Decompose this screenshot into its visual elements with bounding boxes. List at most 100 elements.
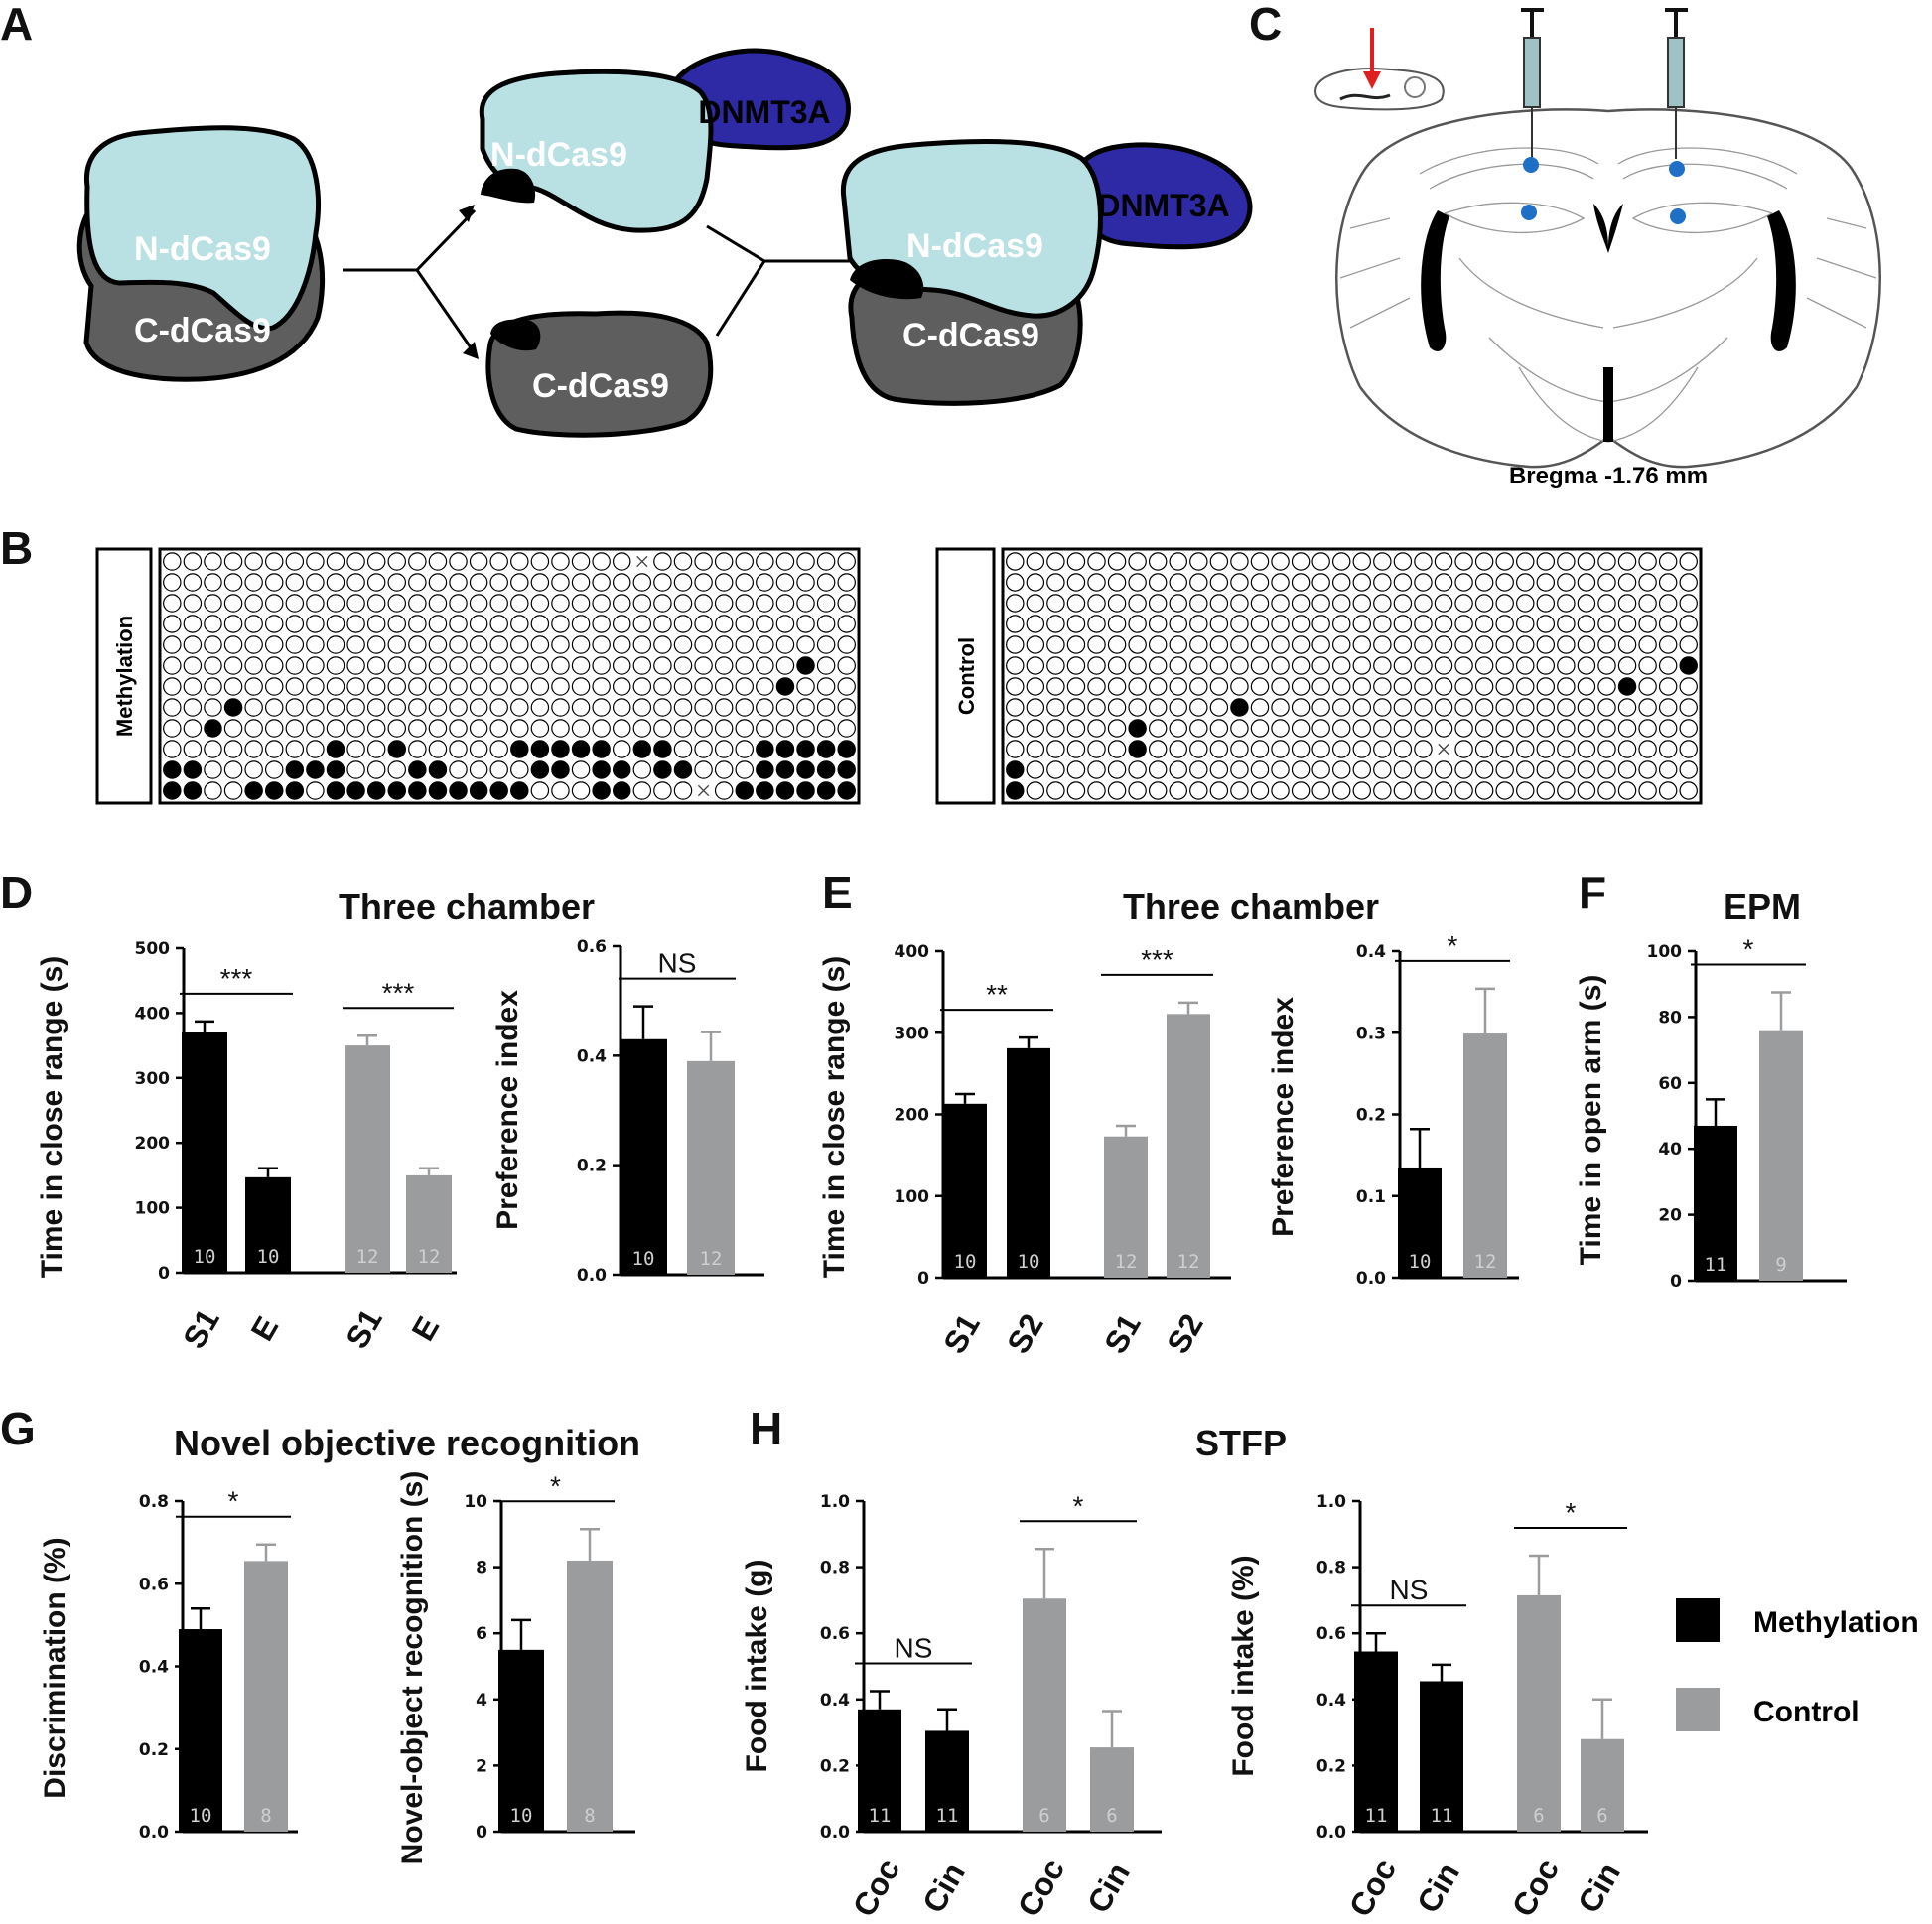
methylation-cpg-unmethylated [346, 698, 365, 717]
panel-label-c: C [1249, 0, 1282, 50]
control-cpg-unmethylated [1311, 719, 1330, 738]
methylation-cpg-unmethylated [285, 552, 305, 571]
control-cpg-unmethylated [1617, 552, 1637, 571]
methylation-cpg-unmethylated [366, 552, 386, 571]
methylation-cpg-unmethylated [306, 781, 325, 800]
control-cpg-unmethylated [1617, 615, 1637, 633]
control-cpg-unmethylated [1209, 573, 1229, 592]
methylation-cpg-unmethylated [408, 719, 427, 738]
control-label-box [935, 547, 996, 805]
methylation-cpg-unmethylated [592, 635, 611, 654]
methylation-cpg-unmethylated [714, 740, 734, 758]
bar-methylation [858, 1709, 901, 1832]
sagittal-brain-thumbnail [1313, 28, 1445, 111]
methylation-cpg-unmethylated [612, 615, 631, 633]
methylation-cpg-methylated [223, 698, 243, 717]
control-cpg-unmethylated [1617, 781, 1637, 800]
control-cpg-unmethylated [1148, 698, 1168, 717]
methylation-cpg-unmethylated [163, 656, 182, 675]
control-cpg-unmethylated [1393, 594, 1413, 613]
c-dcas9-label-right: C-dCas9 [902, 317, 1039, 354]
control-cpg-unmethylated [1148, 760, 1168, 779]
control-cpg-unmethylated [1597, 594, 1616, 613]
methylation-cpg-unmethylated [204, 781, 222, 800]
dnmt3a-label-right: DNMT3A [1097, 188, 1229, 223]
control-cpg-unmethylated [1189, 656, 1208, 675]
control-cpg-unmethylated [1638, 740, 1657, 758]
control-cpg-unmethylated [1026, 594, 1045, 613]
control-cpg-unmethylated [1638, 635, 1657, 654]
control-cpg-unmethylated [1454, 552, 1473, 571]
methylation-cpg-unmethylated [694, 698, 713, 717]
control-cpg-unmethylated [1046, 781, 1065, 800]
control-cpg-unmethylated [1066, 740, 1086, 758]
control-cpg-unmethylated [1414, 719, 1433, 738]
methylation-cpg-unmethylated [223, 740, 243, 758]
x-category-label: S2 [1160, 1308, 1210, 1360]
methylation-cpg-unmethylated [592, 552, 611, 571]
methylation-cpg-methylated [796, 656, 815, 675]
methylation-cpg-unmethylated [551, 719, 570, 738]
control-cpg-unmethylated [1169, 677, 1187, 696]
x-category-label: E [244, 1310, 286, 1346]
y-tick-label: 0.6 [139, 1575, 169, 1594]
methylation-cpg-unmethylated [449, 573, 468, 592]
control-cpg-unmethylated [1271, 573, 1290, 592]
methylation-cpg-unmethylated [366, 656, 386, 675]
control-cpg-unmethylated [1230, 740, 1249, 758]
methylation-cpg-unmethylated [326, 677, 345, 696]
control-cpg-unmethylated [1066, 656, 1086, 675]
methylation-cpg-unmethylated [449, 677, 468, 696]
x-category-label: S2 [1000, 1308, 1050, 1360]
control-cpg-unmethylated [1250, 635, 1270, 654]
methylation-cpg-methylated [592, 760, 611, 779]
methylation-cpg-methylated [837, 740, 856, 758]
methylation-cpg-unmethylated [264, 677, 284, 696]
control-cpg-unmethylated [1393, 781, 1413, 800]
methylation-cpg-methylated [326, 740, 345, 758]
y-tick-label: 0 [917, 1269, 929, 1289]
control-cpg-unmethylated [1271, 760, 1290, 779]
c-dcas9-label-bottom: C-dCas9 [532, 367, 669, 405]
sample-size-label: 8 [260, 1805, 271, 1827]
sample-size-label: 10 [1409, 1251, 1432, 1273]
significance-label: NS [1390, 1575, 1429, 1605]
methylation-cpg-unmethylated [408, 552, 427, 571]
control-cpg-unmethylated [1393, 698, 1413, 717]
sample-size-label: 6 [1533, 1805, 1544, 1827]
methylation-cpg-methylated [428, 781, 448, 800]
control-cpg-unmethylated [1617, 573, 1637, 592]
methylation-cpg-unmethylated [612, 594, 631, 613]
control-cpg-unmethylated [1311, 781, 1330, 800]
control-cpg-unmethylated [1638, 594, 1657, 613]
methylation-cpg-methylated [816, 781, 836, 800]
control-cpg-methylated [1006, 781, 1025, 800]
methylation-cpg-unmethylated [592, 719, 611, 738]
y-tick-label: 0.0 [139, 1823, 169, 1843]
control-cpg-unmethylated [1230, 719, 1249, 738]
control-cpg-unmethylated [1331, 552, 1351, 571]
control-cpg-unmethylated [1638, 615, 1657, 633]
methylation-cpg-unmethylated [204, 656, 222, 675]
methylation-cpg-unmethylated [306, 594, 325, 613]
methylation-cpg-unmethylated [183, 594, 203, 613]
control-cpg-unmethylated [1026, 740, 1045, 758]
methylation-cpg-methylated [796, 740, 815, 758]
merge-line-top [706, 224, 765, 263]
methylation-cpg-unmethylated [244, 656, 263, 675]
methylation-cpg-unmethylated [714, 615, 734, 633]
control-cpg-unmethylated [1516, 635, 1535, 654]
methylation-cpg-unmethylated [694, 760, 713, 779]
control-cpg-unmethylated [1331, 615, 1351, 633]
methylation-cpg-unmethylated [530, 573, 550, 592]
control-cpg-unmethylated [1495, 552, 1514, 571]
control-cpg-unmethylated [1087, 635, 1106, 654]
methylation-cpg-methylated [387, 781, 407, 800]
methylation-cpg-unmethylated [489, 698, 508, 717]
methylation-cpg-unmethylated [183, 615, 203, 633]
control-cpg-unmethylated [1393, 635, 1413, 654]
title-g: Novel objective recognition [174, 1423, 640, 1463]
arrow-down-head [463, 342, 479, 359]
methylation-cpg-unmethylated [632, 594, 652, 613]
